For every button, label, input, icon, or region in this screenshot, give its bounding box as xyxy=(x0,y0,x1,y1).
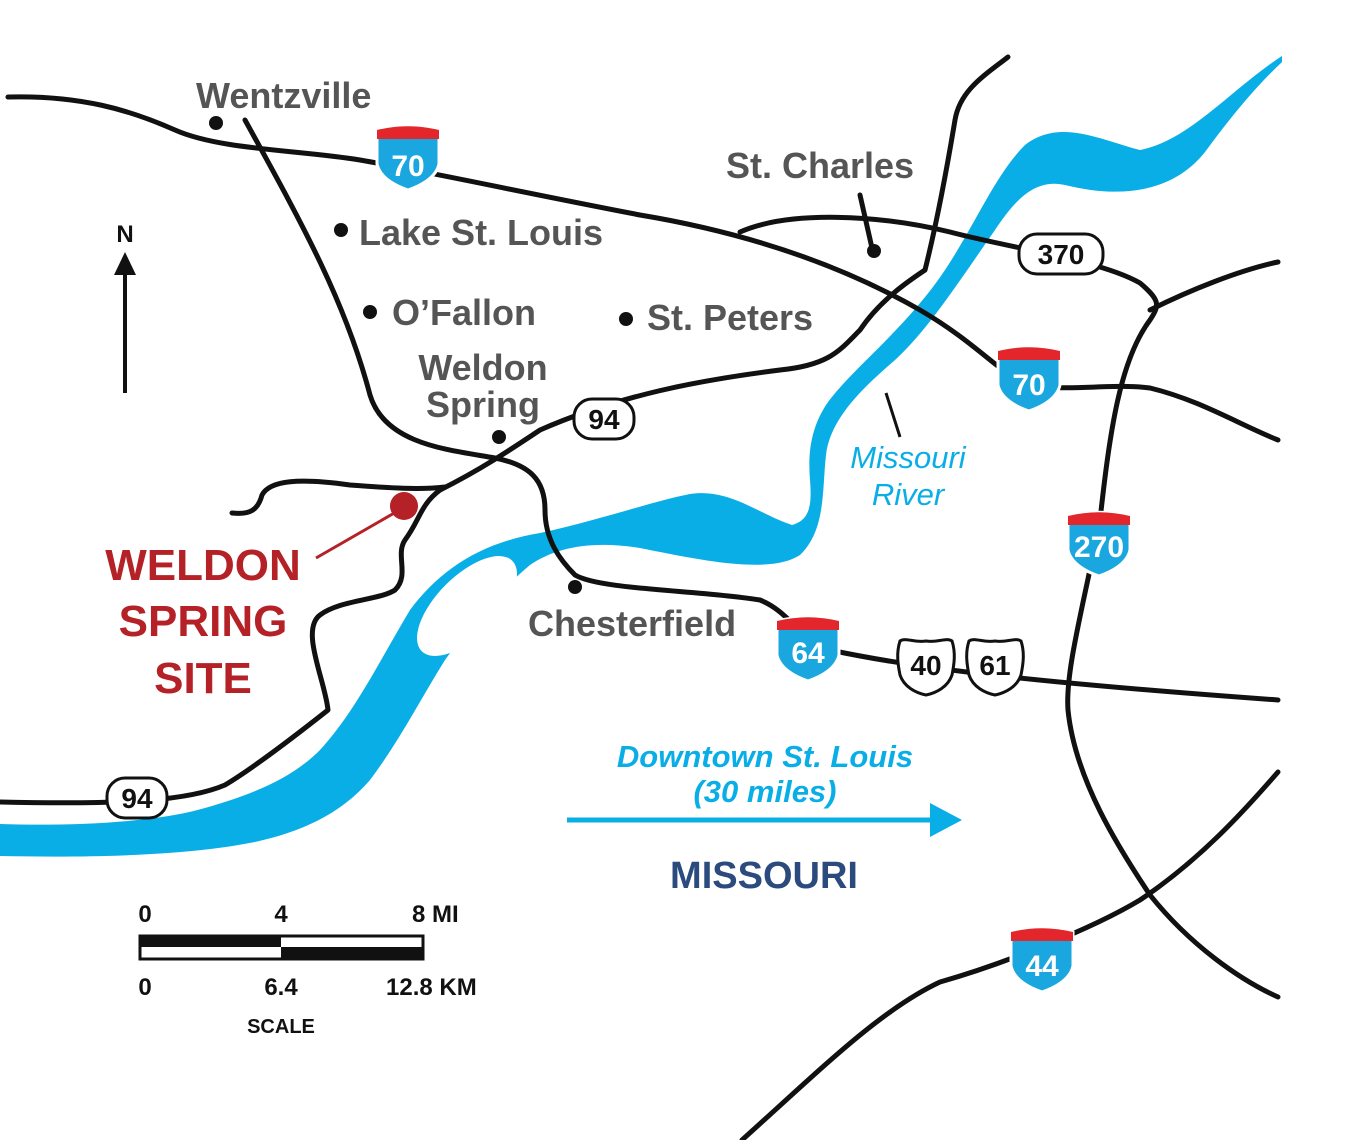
scale-km-6-4: 6.4 xyxy=(264,974,298,1001)
chesterfield-dot xyxy=(568,580,582,594)
north-arrow-icon xyxy=(114,252,136,393)
destination-arrow-icon xyxy=(567,803,962,837)
svg-text:94: 94 xyxy=(588,404,620,435)
route-370-shield: 370 xyxy=(1017,232,1105,276)
st-peters-dot xyxy=(619,312,633,326)
svg-text:370: 370 xyxy=(1038,239,1085,270)
weldon-spring-site-marker xyxy=(390,492,418,520)
svg-text:44: 44 xyxy=(1025,950,1059,983)
interstate-shield-i64: 64 xyxy=(775,615,841,683)
destination-label-line2: (30 miles) xyxy=(693,774,836,809)
state-label: MISSOURI xyxy=(670,855,858,897)
wentzville-dot xyxy=(209,116,223,130)
svg-text:64: 64 xyxy=(791,637,825,670)
road-route370 xyxy=(737,214,1281,1000)
scale-bar: 0 4 8 MI 0 6.4 12.8 KM SCALE xyxy=(138,901,476,1038)
city-label-wentzville: Wentzville xyxy=(196,75,371,116)
city-label-weldon-spring-1: Weldon xyxy=(418,347,547,388)
city-label-st-charles: St. Charles xyxy=(726,145,914,186)
svg-text:70: 70 xyxy=(391,150,424,183)
scale-mi-4: 4 xyxy=(274,901,288,928)
road-route94-north xyxy=(437,54,1011,493)
us-route-61-shield: 61 xyxy=(965,638,1025,697)
river-label-leader xyxy=(884,392,902,438)
svg-text:270: 270 xyxy=(1074,531,1124,564)
interstate-shield-i70-east: 70 xyxy=(996,345,1062,413)
interstate-shield-i44: 44 xyxy=(1009,926,1075,994)
interstate-shield-i270: 270 xyxy=(1066,510,1132,578)
road-wentzville-south xyxy=(242,117,1281,703)
weldon-spring-dot xyxy=(492,430,506,444)
scale-mi-0: 0 xyxy=(138,901,151,928)
ofallon-dot xyxy=(363,305,377,319)
site-pointer-line xyxy=(315,510,397,560)
city-label-weldon-spring-2: Spring xyxy=(426,384,540,425)
city-label-lake-st-louis: Lake St. Louis xyxy=(359,212,603,253)
site-label-line3: SITE xyxy=(154,654,252,703)
scale-km-0: 0 xyxy=(138,974,151,1001)
road-st-charles-spur xyxy=(857,192,875,251)
scale-mi-8: 8 MI xyxy=(412,901,459,928)
svg-text:61: 61 xyxy=(979,650,1010,681)
route-94-south-shield: 94 xyxy=(105,776,169,820)
us-route-40-shield: 40 xyxy=(896,638,956,697)
lake-st-louis-dot xyxy=(334,223,348,237)
city-label-ofallon: O’Fallon xyxy=(392,292,536,333)
site-label-line1: WELDON xyxy=(105,541,301,590)
svg-text:70: 70 xyxy=(1012,369,1045,402)
route-94-north-shield: 94 xyxy=(572,397,636,441)
river-label-line1: Missouri xyxy=(850,440,967,475)
site-label-line2: SPRING xyxy=(119,597,288,646)
city-label-chesterfield: Chesterfield xyxy=(528,603,736,644)
road-i70 xyxy=(5,94,1281,443)
svg-text:40: 40 xyxy=(910,650,941,681)
road-site-loop xyxy=(229,478,448,516)
st-charles-dot xyxy=(867,244,881,258)
road-370-east xyxy=(1147,259,1281,313)
north-label: N xyxy=(116,221,133,248)
scale-km-12-8: 12.8 KM xyxy=(386,974,477,1001)
roads xyxy=(0,54,1281,1140)
city-label-st-peters: St. Peters xyxy=(647,297,813,338)
scale-title: SCALE xyxy=(247,1016,315,1038)
svg-text:94: 94 xyxy=(121,783,153,814)
interstate-shield-i70-west: 70 xyxy=(375,124,441,192)
river-label-line2: River xyxy=(872,477,946,512)
road-route94-south xyxy=(0,487,443,806)
destination-label-line1: Downtown St. Louis xyxy=(617,739,913,774)
missouri-river xyxy=(0,56,1282,857)
